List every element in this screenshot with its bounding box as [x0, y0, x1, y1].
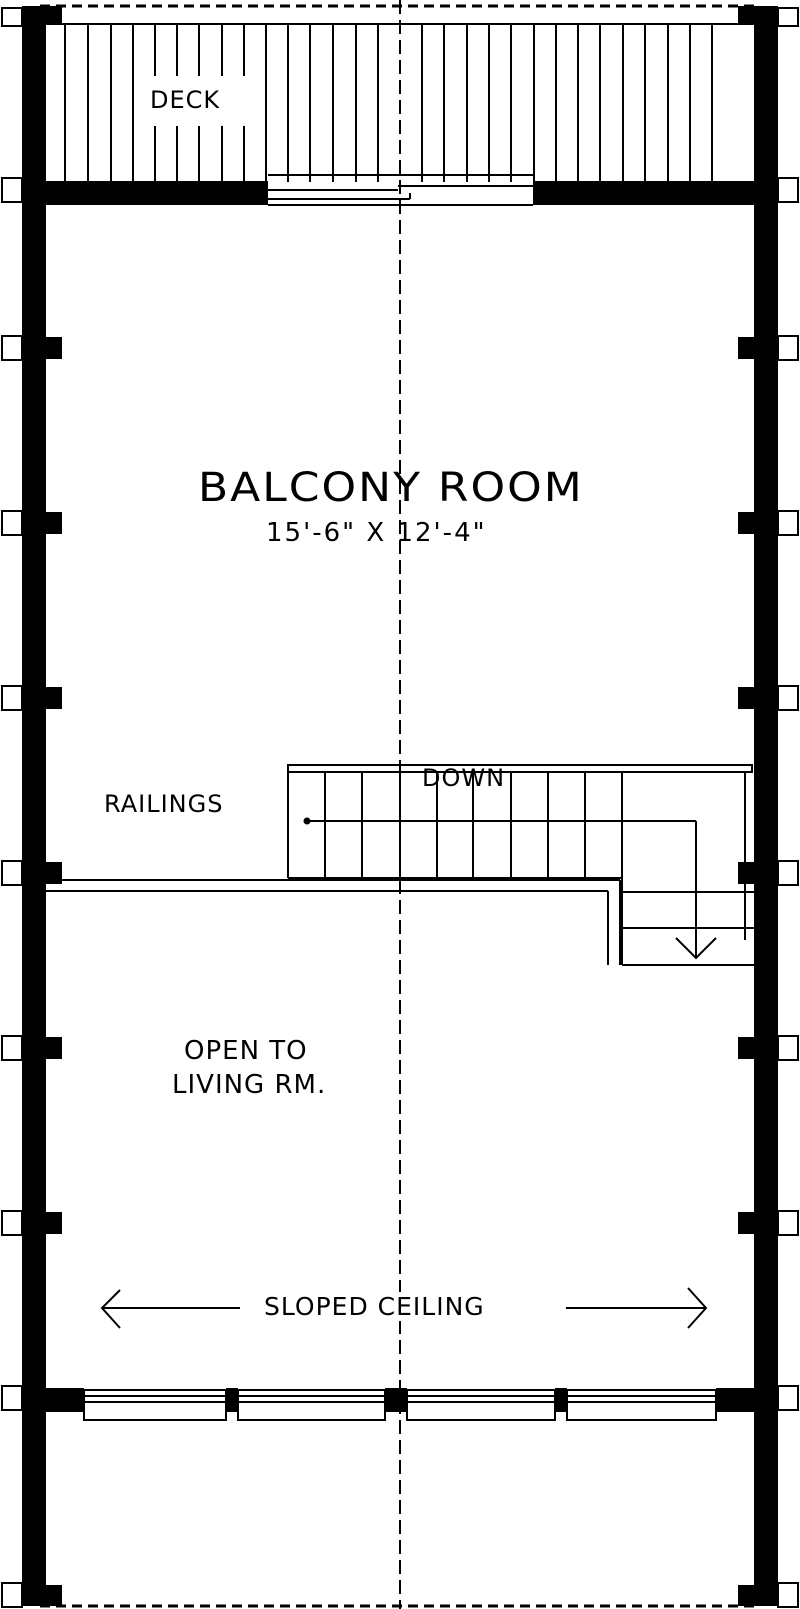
room-dimensions: 15'-6" X 12'-4"	[266, 518, 487, 548]
exterior-walls	[22, 6, 778, 1606]
railing	[46, 879, 621, 965]
deck-boards	[46, 23, 740, 182]
open-to-label: OPEN TO	[184, 1036, 308, 1066]
railings-label: RAILINGS	[104, 790, 224, 818]
room-title: BALCONY ROOM	[198, 464, 584, 511]
deck-label-bg	[140, 78, 250, 124]
sloped-ceiling-label: SLOPED CEILING	[262, 1292, 487, 1321]
stair	[287, 764, 754, 966]
stair-down-label: DOWN	[422, 764, 506, 792]
deck-label: DECK	[150, 86, 221, 114]
bottom-windows	[83, 1389, 717, 1421]
stair-start-dot	[303, 817, 311, 825]
living-room-label: LIVING RM.	[172, 1070, 327, 1100]
sloped-ceiling-arrows	[100, 1287, 708, 1329]
sliding-door	[268, 174, 533, 206]
beam-tails	[1, 7, 799, 1608]
post-stubs	[46, 337, 754, 1234]
